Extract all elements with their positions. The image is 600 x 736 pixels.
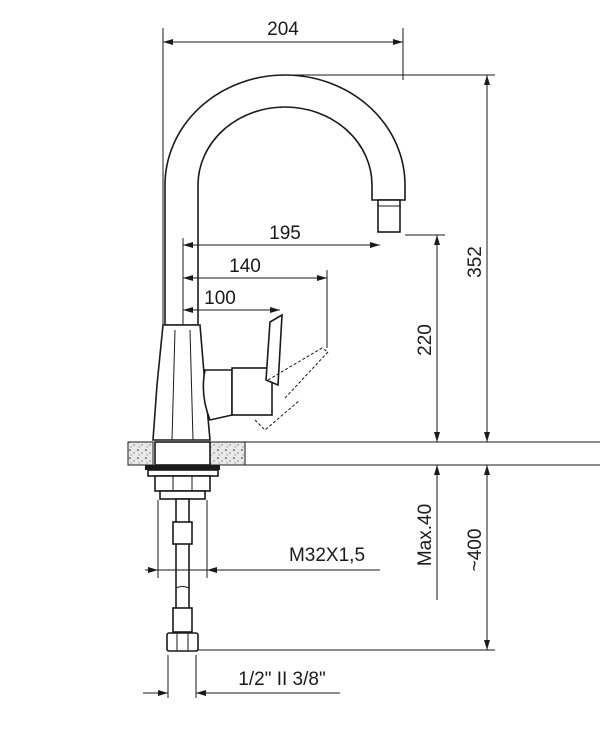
mounting-shank <box>154 441 211 466</box>
countertop <box>127 441 600 500</box>
dim-handle-reach: 140 <box>229 256 261 277</box>
spout <box>164 74 406 326</box>
lever-open-position <box>267 347 329 399</box>
dim-hose-length: ~400 <box>465 529 486 572</box>
dim-overall-width: 204 <box>267 19 299 40</box>
shank-end <box>159 490 206 500</box>
body-shell <box>152 324 211 441</box>
dim-body-to-handle: 100 <box>204 288 236 309</box>
counter-section-left <box>127 441 154 466</box>
dim-spout-height: 220 <box>415 324 436 356</box>
dimension-lines <box>143 28 495 698</box>
washer <box>147 469 219 477</box>
dim-connection: 1/2" II 3/8" <box>238 669 325 690</box>
hose-ferrule-top <box>172 521 193 545</box>
hose-ferrule-bottom <box>172 607 193 633</box>
hose-nut <box>166 632 199 652</box>
cartridge-housing <box>202 369 233 421</box>
dim-thread: M32X1,5 <box>289 545 365 566</box>
dim-overall-height: 352 <box>465 246 486 278</box>
gasket <box>145 465 220 470</box>
hose-break-mark <box>175 586 190 589</box>
body-facet-line <box>171 329 176 441</box>
aerator <box>377 199 401 233</box>
dim-max-counter: Max.40 <box>415 504 436 566</box>
handle-base <box>231 367 273 416</box>
body-facet-line <box>189 329 194 441</box>
counter-section-right <box>209 441 246 466</box>
supply-hose <box>166 498 199 652</box>
lever-handle <box>265 313 283 387</box>
mounting-nut <box>154 475 211 492</box>
faucet-body <box>152 313 329 441</box>
dim-spout-reach: 195 <box>269 223 301 244</box>
